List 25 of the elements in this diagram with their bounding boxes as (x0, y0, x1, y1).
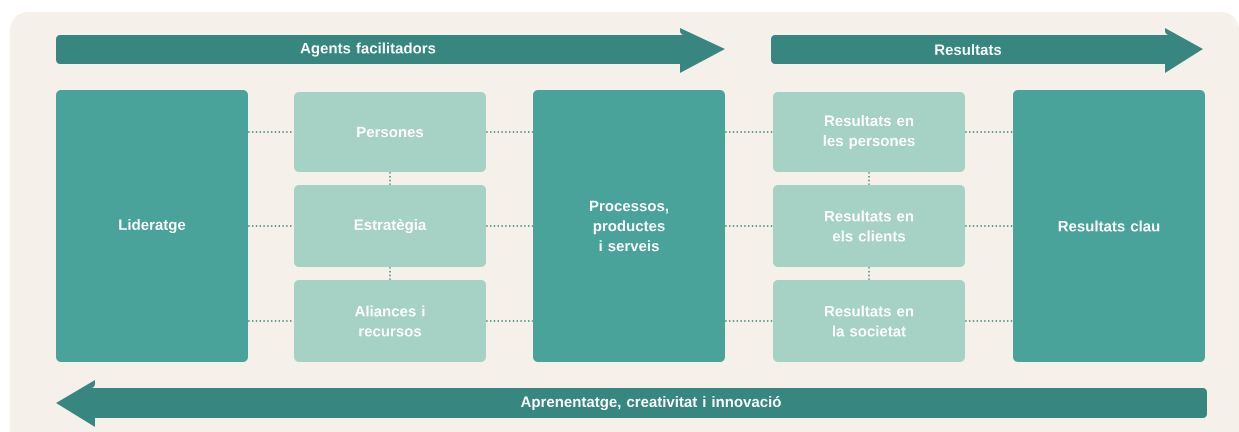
arrow-band: Resultats (771, 28, 1203, 73)
connector-line (485, 225, 534, 227)
connector-line (868, 266, 870, 281)
connector-line (485, 320, 534, 322)
connector-line (964, 320, 1014, 322)
process-box: Estratègia (294, 185, 486, 267)
process-box: Lideratge (56, 90, 248, 362)
process-box: Aliances i recursos (294, 280, 486, 362)
process-box: Resultats en la societat (773, 280, 965, 362)
connector-line (964, 131, 1014, 133)
arrow-band: Agents facilitadors (56, 28, 725, 73)
process-box: Resultats en les persones (773, 92, 965, 172)
connector-line (389, 266, 391, 281)
connector-line (389, 171, 391, 186)
connector-line (485, 131, 534, 133)
process-box: Resultats en els clients (773, 185, 965, 267)
connector-line (964, 225, 1014, 227)
arrow-band: Aprenentatge, creativitat i innovació (56, 380, 1207, 427)
process-box: Resultats clau (1013, 90, 1205, 362)
connector-line (868, 171, 870, 186)
connector-line (724, 131, 774, 133)
process-box: Processos, productes i serveis (533, 90, 725, 362)
connector-line (724, 225, 774, 227)
process-box: Persones (294, 92, 486, 172)
connector-line (724, 320, 774, 322)
